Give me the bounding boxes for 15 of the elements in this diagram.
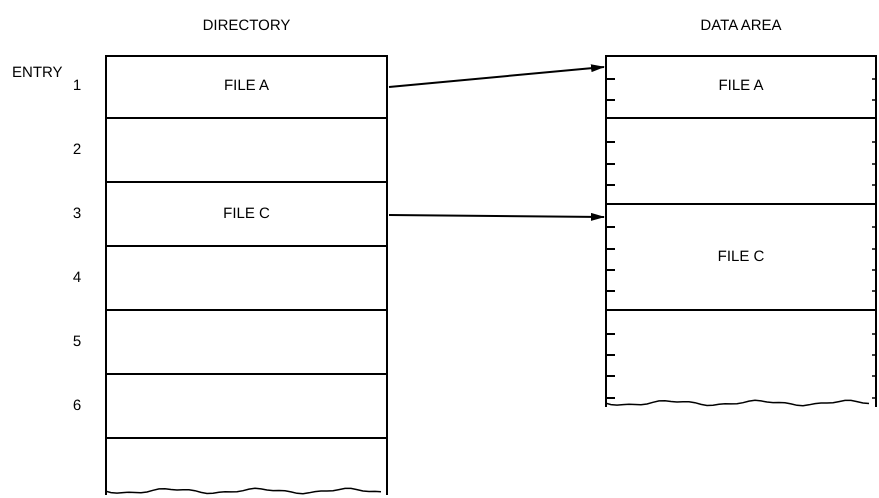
- column-heading: DATA AREA: [699, 16, 783, 36]
- arrow: [389, 212, 605, 221]
- file-label: FILE A: [224, 76, 270, 96]
- arrow: [388, 64, 605, 88]
- entry-number: 6: [72, 396, 82, 416]
- file-label: FILE C: [223, 204, 270, 224]
- entry-number: 4: [72, 268, 82, 288]
- column-heading: DIRECTORY: [202, 16, 292, 36]
- column-label: ENTRY: [12, 63, 63, 83]
- entry-number: 2: [72, 140, 82, 160]
- entry-number: 3: [72, 204, 82, 224]
- entry-number: 5: [72, 332, 82, 352]
- file-label: FILE C: [718, 246, 764, 267]
- file-label: FILE A: [718, 76, 764, 96]
- entry-number: 1: [72, 76, 82, 96]
